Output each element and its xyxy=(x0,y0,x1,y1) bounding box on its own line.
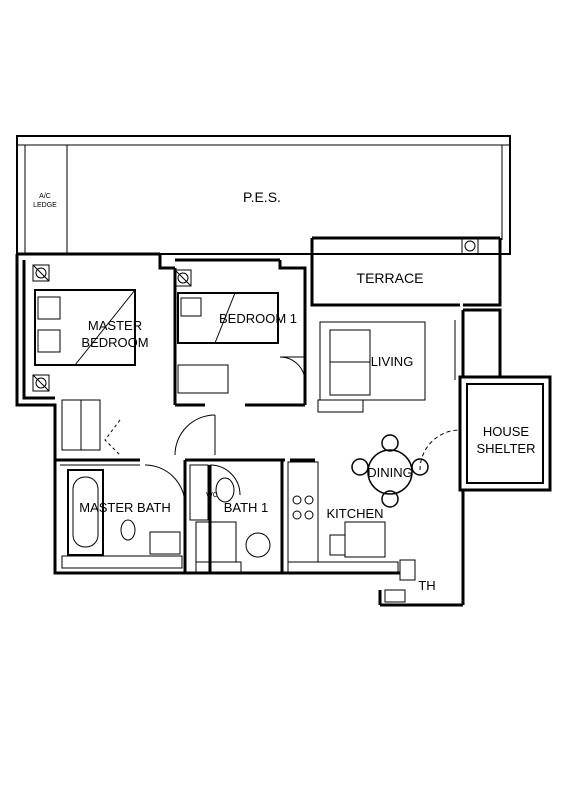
ac-ledge-label-line2: LEDGE xyxy=(33,202,57,209)
living-label: LIVING xyxy=(371,354,414,369)
master-bath-fixtures xyxy=(61,469,183,569)
house-shelter-label-line1: HOUSE xyxy=(483,424,530,439)
dining-label: DINING xyxy=(367,465,413,480)
master-bed xyxy=(34,289,136,366)
yard-fixtures xyxy=(384,559,416,603)
pes-area xyxy=(16,135,511,255)
bedroom-1-label: BEDROOM 1 xyxy=(219,311,297,326)
master-bedroom-label-line2: BEDROOM xyxy=(81,335,148,350)
outer-walls xyxy=(15,236,552,607)
kitchen-label: KITCHEN xyxy=(326,506,383,521)
pes-label: P.E.S. xyxy=(243,189,281,205)
yard-label-fragment: TH xyxy=(418,578,435,593)
master-bedroom-label-line1: MASTER xyxy=(88,318,142,333)
ac-ledge-label-line1: A/C xyxy=(39,193,51,200)
bedroom-1-bed xyxy=(177,292,279,394)
kitchen-fixtures xyxy=(287,461,399,573)
bath-1-fixtures xyxy=(189,464,271,573)
wc-label: WC xyxy=(206,492,218,499)
door-swings xyxy=(104,356,461,506)
ac-unit-symbols xyxy=(32,237,479,392)
house-shelter-label-line2: SHELTER xyxy=(477,441,536,456)
master-bath-label: MASTER BATH xyxy=(79,500,171,515)
master-wardrobe xyxy=(61,399,101,451)
dining-set xyxy=(351,434,429,508)
living-furniture xyxy=(317,320,456,413)
interior-walls xyxy=(53,268,315,573)
bath-1-label: BATH 1 xyxy=(224,500,269,515)
terrace-label: TERRACE xyxy=(357,270,424,286)
